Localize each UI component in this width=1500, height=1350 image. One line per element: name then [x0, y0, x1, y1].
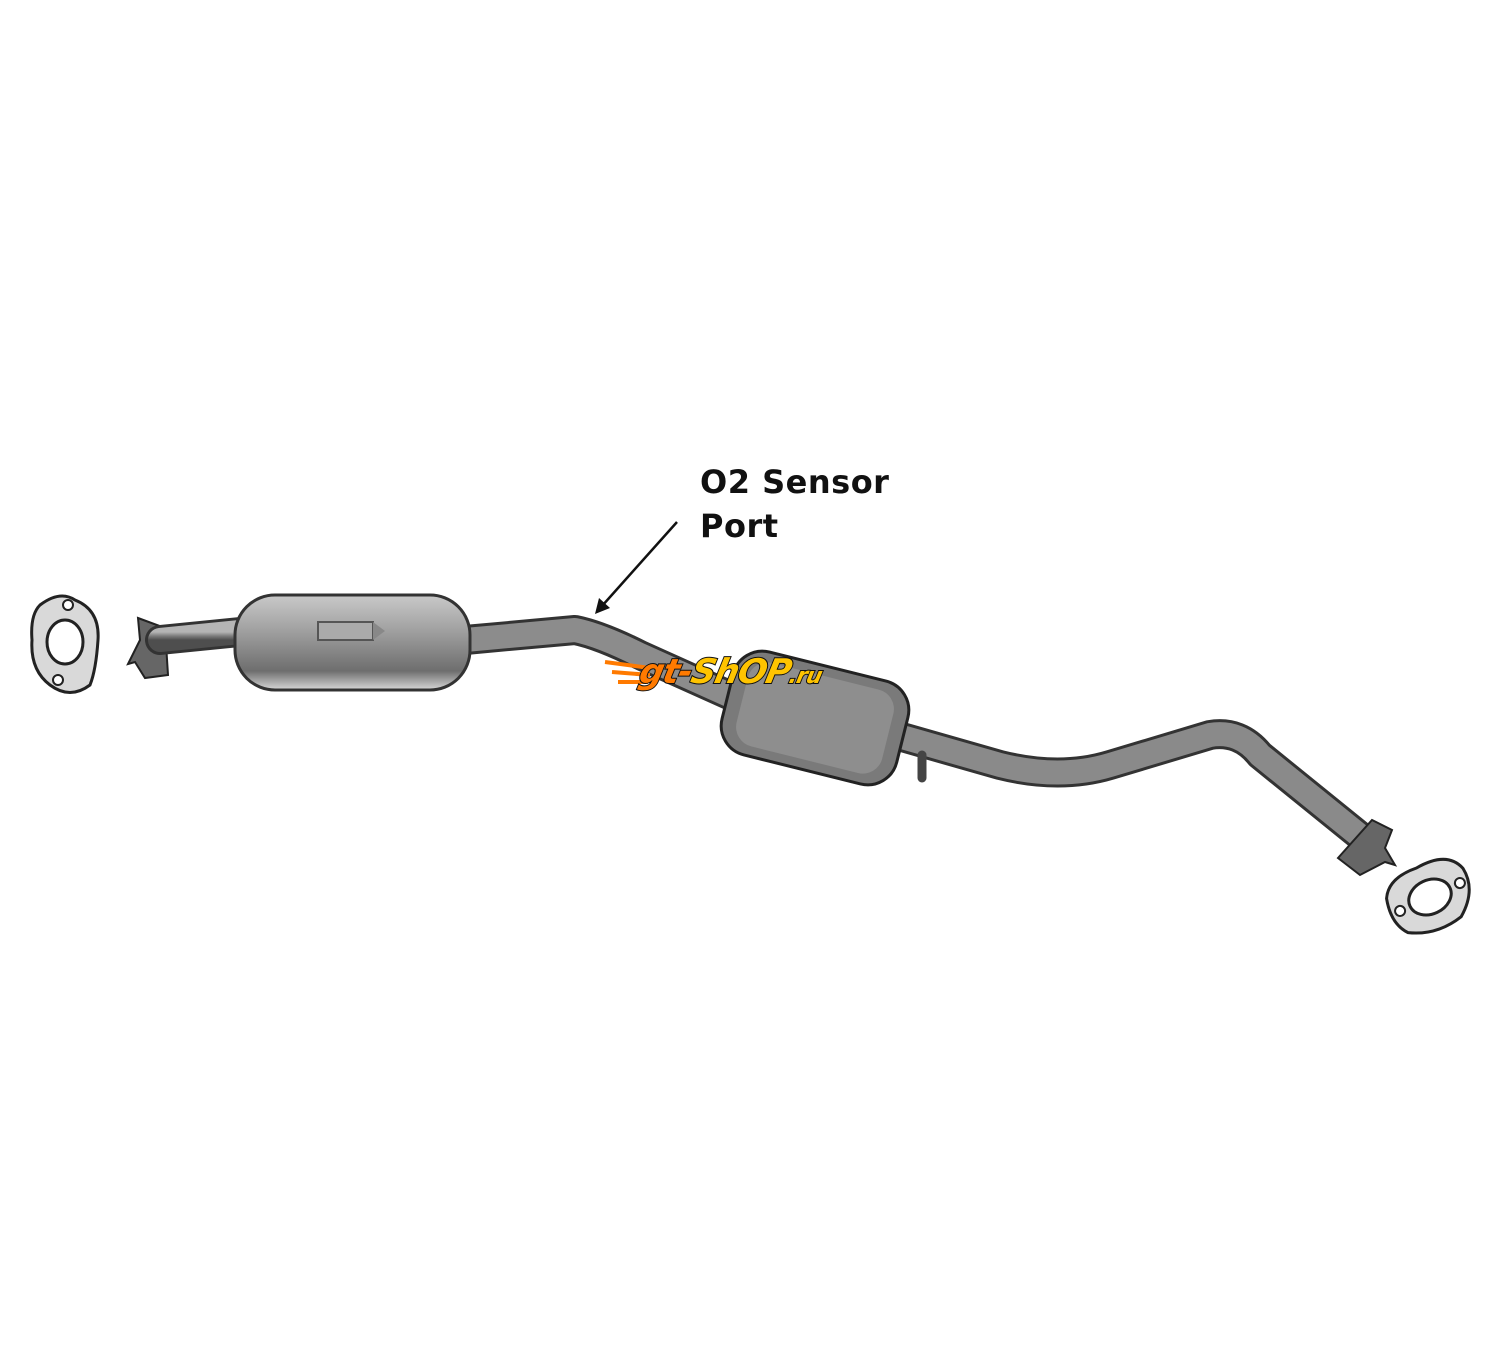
logo-part-shop: ShOP	[686, 651, 795, 693]
o2-sensor-pointer-arrow	[595, 521, 678, 614]
right-gasket	[1385, 857, 1471, 935]
exhaust-pipe	[145, 615, 1380, 855]
left-gasket	[30, 594, 100, 694]
logo-part-ru: .ru	[786, 663, 825, 690]
watermark-speed-lines	[604, 660, 651, 684]
label-line-1: O2 Sensor	[700, 463, 890, 501]
outlet-flange	[1336, 818, 1398, 877]
label-line-2: Port	[700, 507, 779, 545]
catalytic-converter-front	[233, 593, 472, 692]
gt-shop-watermark-logo: gt-ShOP.ru	[635, 651, 827, 693]
logo-part-gt: gt-	[635, 651, 697, 693]
catalytic-converter-rear	[719, 649, 911, 787]
o2-sensor-port-label: O2 Sensor Port	[700, 460, 889, 548]
